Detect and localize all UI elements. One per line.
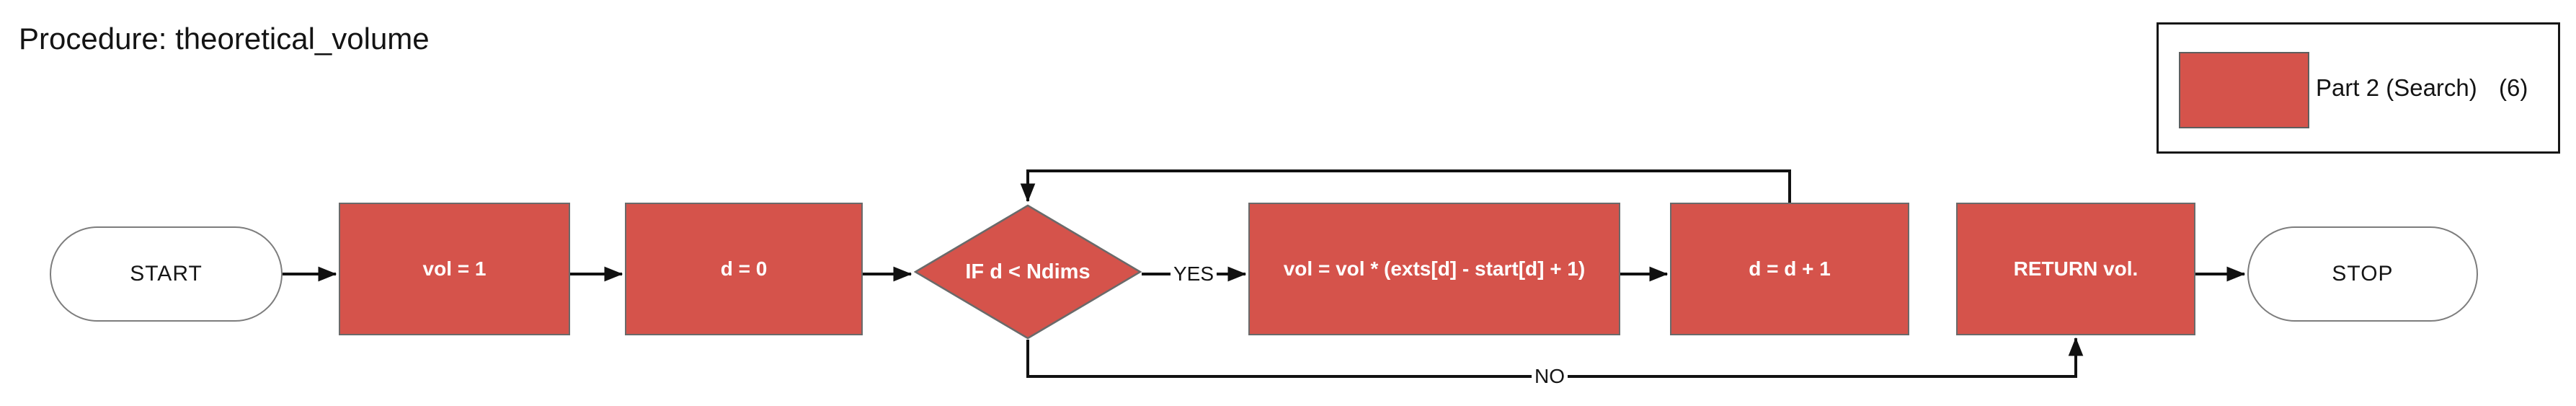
node-vol-init: vol = 1 [339, 203, 570, 335]
node-return: RETURN vol. [1956, 203, 2195, 335]
legend-count: (6) [2499, 74, 2528, 101]
node-stop: STOP [2247, 226, 2478, 322]
node-vol-init-label: vol = 1 [422, 257, 487, 280]
node-start: START [50, 226, 283, 322]
decision-diamond-shape [914, 204, 1142, 340]
node-return-label: RETURN vol. [2013, 257, 2138, 280]
legend-swatch [2179, 52, 2309, 128]
node-d-increment: d = d + 1 [1670, 203, 1909, 335]
node-d-init: d = 0 [625, 203, 863, 335]
legend-label: Part 2 (Search) [2316, 74, 2477, 101]
node-start-label: START [130, 262, 203, 286]
node-vol-update: vol = vol * (exts[d] - start[d] + 1) [1248, 203, 1620, 335]
node-condition-label: IF d < Ndims [965, 260, 1091, 283]
node-d-increment-label: d = d + 1 [1749, 257, 1831, 280]
edge-label-no: NO [1532, 365, 1568, 388]
page-title: Procedure: theoretical_volume [19, 22, 430, 56]
legend: Part 2 (Search) (6) [2157, 22, 2560, 154]
node-vol-update-label: vol = vol * (exts[d] - start[d] + 1) [1283, 257, 1586, 280]
node-condition: IF d < Ndims [914, 204, 1142, 340]
node-stop-label: STOP [2332, 262, 2394, 286]
edge-d-increment-loop-to-condition [1020, 169, 1791, 203]
node-d-init-label: d = 0 [720, 257, 768, 280]
edge-label-yes: YES [1170, 262, 1217, 286]
